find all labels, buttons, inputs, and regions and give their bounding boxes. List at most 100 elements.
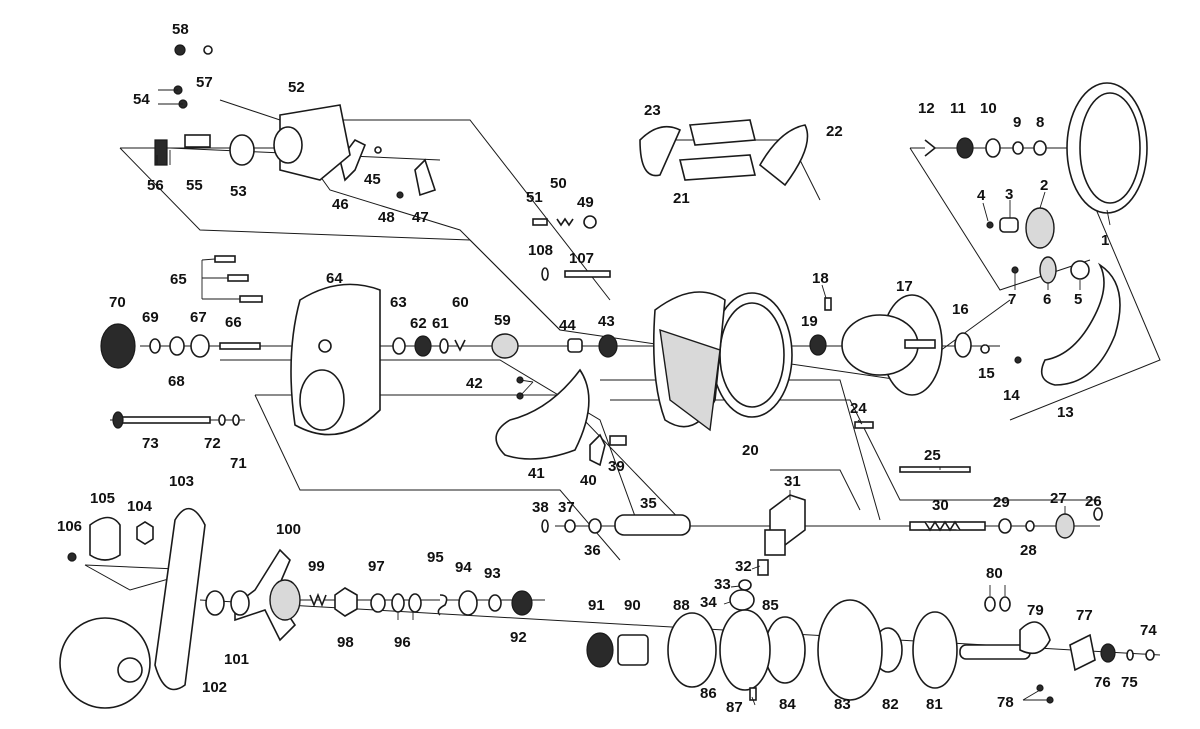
part-label-49: 49 bbox=[577, 194, 594, 211]
part-label-65: 65 bbox=[170, 271, 187, 288]
part-label-40: 40 bbox=[580, 472, 597, 489]
part-label-4: 4 bbox=[977, 187, 986, 204]
part-label-59: 59 bbox=[494, 312, 511, 329]
part-number-labels: 1 2 3 4 5 6 7 8 9 10 11 12 13 14 15 16 1… bbox=[57, 21, 1157, 716]
part-label-36: 36 bbox=[584, 542, 601, 559]
part-label-51: 51 bbox=[526, 189, 543, 206]
part-label-72: 72 bbox=[204, 435, 221, 452]
part-label-27: 27 bbox=[1050, 490, 1067, 507]
part-label-14: 14 bbox=[1003, 387, 1020, 404]
part-label-12: 12 bbox=[918, 100, 935, 117]
part-label-9: 9 bbox=[1013, 114, 1021, 131]
part-label-45: 45 bbox=[364, 171, 381, 188]
part-label-93: 93 bbox=[484, 565, 501, 582]
part-label-38: 38 bbox=[532, 499, 549, 516]
part-label-7: 7 bbox=[1008, 291, 1016, 308]
part-label-21: 21 bbox=[673, 190, 690, 207]
part-label-97: 97 bbox=[368, 558, 385, 575]
part-label-95: 95 bbox=[427, 549, 444, 566]
part-label-94: 94 bbox=[455, 559, 472, 576]
part-label-80: 80 bbox=[986, 565, 1003, 582]
part-label-43: 43 bbox=[598, 313, 615, 330]
part-label-68: 68 bbox=[168, 373, 185, 390]
part-label-34: 34 bbox=[700, 594, 717, 611]
part-label-96: 96 bbox=[394, 634, 411, 651]
part-label-62: 62 bbox=[410, 315, 427, 332]
part-label-6: 6 bbox=[1043, 291, 1051, 308]
part-label-69: 69 bbox=[142, 309, 159, 326]
part-label-99: 99 bbox=[308, 558, 325, 575]
part-label-71: 71 bbox=[230, 455, 247, 472]
part-label-15: 15 bbox=[978, 365, 995, 382]
part-label-79: 79 bbox=[1027, 602, 1044, 619]
part-label-108: 108 bbox=[528, 242, 553, 259]
part-label-54: 54 bbox=[133, 91, 150, 108]
part-label-8: 8 bbox=[1036, 114, 1044, 131]
part-label-85: 85 bbox=[762, 597, 779, 614]
part-label-82: 82 bbox=[882, 696, 899, 713]
part-label-61: 61 bbox=[432, 315, 449, 332]
parts-art bbox=[59, 44, 1155, 709]
part-label-74: 74 bbox=[1140, 622, 1157, 639]
part-label-29: 29 bbox=[993, 494, 1010, 511]
part-label-58: 58 bbox=[172, 21, 189, 38]
part-label-5: 5 bbox=[1074, 291, 1082, 308]
part-label-28: 28 bbox=[1020, 542, 1037, 559]
part-label-32: 32 bbox=[735, 558, 752, 575]
part-label-60: 60 bbox=[452, 294, 469, 311]
part-label-103: 103 bbox=[169, 473, 194, 490]
part-label-26: 26 bbox=[1085, 493, 1102, 510]
part-label-44: 44 bbox=[559, 317, 576, 334]
part-label-73: 73 bbox=[142, 435, 159, 452]
part-label-41: 41 bbox=[528, 465, 545, 482]
part-label-83: 83 bbox=[834, 696, 851, 713]
part-label-78: 78 bbox=[997, 694, 1014, 711]
part-label-11: 11 bbox=[950, 100, 966, 117]
part-label-75: 75 bbox=[1121, 674, 1138, 691]
part-label-48: 48 bbox=[378, 209, 395, 226]
part-label-50: 50 bbox=[550, 175, 567, 192]
part-label-88: 88 bbox=[673, 597, 690, 614]
part-label-64: 64 bbox=[326, 270, 343, 287]
part-label-31: 31 bbox=[784, 473, 801, 490]
part-label-20: 20 bbox=[742, 442, 759, 459]
part-label-107: 107 bbox=[569, 250, 594, 267]
part-label-87: 87 bbox=[726, 699, 743, 716]
part-label-106: 106 bbox=[57, 518, 82, 535]
part-label-22: 22 bbox=[826, 123, 843, 140]
part-label-23: 23 bbox=[644, 102, 661, 119]
part-label-30: 30 bbox=[932, 497, 949, 514]
part-label-47: 47 bbox=[412, 209, 429, 226]
part-label-24: 24 bbox=[850, 400, 867, 417]
part-label-56: 56 bbox=[147, 177, 164, 194]
part-label-52: 52 bbox=[288, 79, 305, 96]
part-label-77: 77 bbox=[1076, 607, 1093, 624]
part-label-90: 90 bbox=[624, 597, 641, 614]
part-label-67: 67 bbox=[190, 309, 207, 326]
part-label-18: 18 bbox=[812, 270, 829, 287]
part-label-76: 76 bbox=[1094, 674, 1111, 691]
part-label-86: 86 bbox=[700, 685, 717, 702]
part-label-98: 98 bbox=[337, 634, 354, 651]
leader-lines bbox=[156, 89, 1111, 706]
part-label-55: 55 bbox=[186, 177, 203, 194]
part-label-84: 84 bbox=[779, 696, 796, 713]
part-label-53: 53 bbox=[230, 183, 247, 200]
part-label-70: 70 bbox=[109, 294, 126, 311]
part-label-33: 33 bbox=[714, 576, 731, 593]
part-label-3: 3 bbox=[1005, 186, 1013, 203]
part-label-100: 100 bbox=[276, 521, 301, 538]
part-label-81: 81 bbox=[926, 696, 943, 713]
part-label-105: 105 bbox=[90, 490, 115, 507]
part-label-63: 63 bbox=[390, 294, 407, 311]
part-label-10: 10 bbox=[980, 100, 997, 117]
part-label-42: 42 bbox=[466, 375, 483, 392]
part-label-17: 17 bbox=[896, 278, 913, 295]
part-label-37: 37 bbox=[558, 499, 575, 516]
part-label-91: 91 bbox=[588, 597, 605, 614]
part-label-1: 1 bbox=[1101, 232, 1109, 249]
part-label-104: 104 bbox=[127, 498, 153, 515]
part-label-19: 19 bbox=[801, 313, 818, 330]
part-label-101: 101 bbox=[224, 651, 249, 668]
